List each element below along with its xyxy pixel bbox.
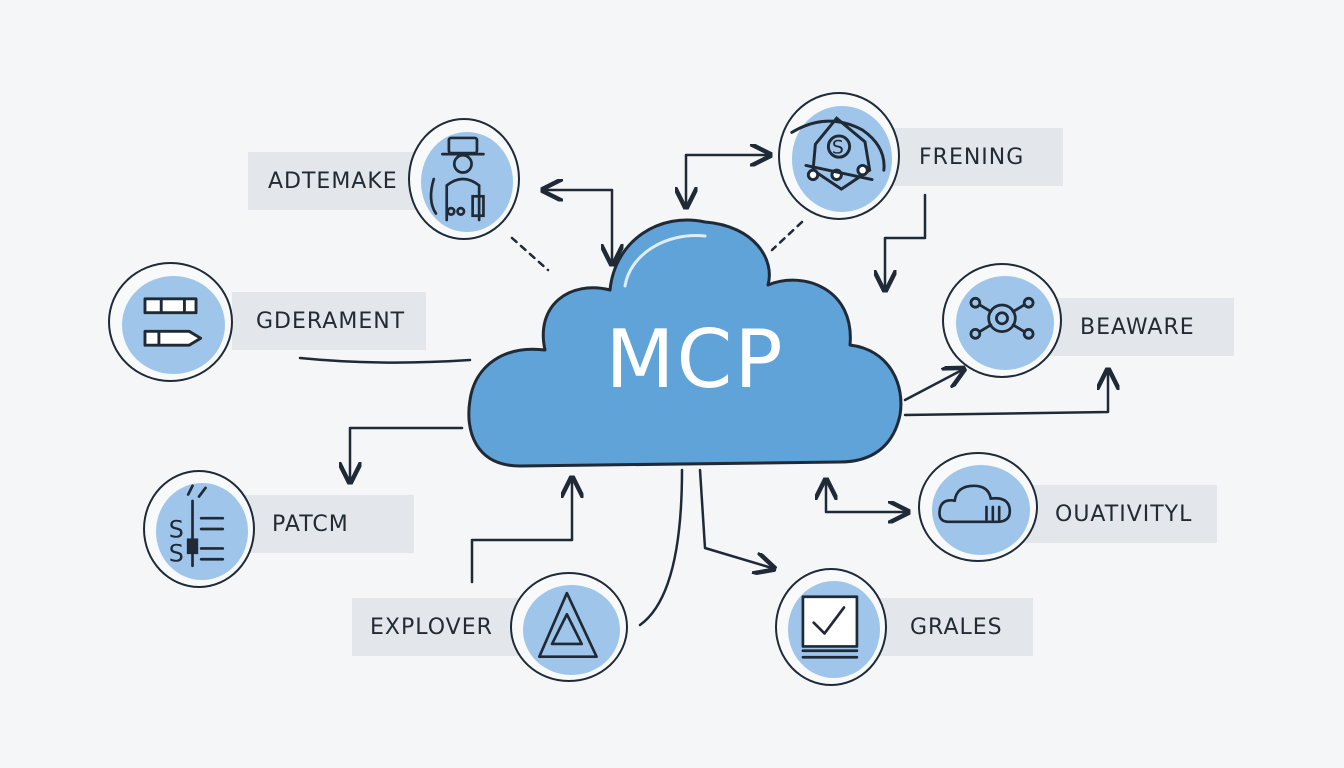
label-gderament: GDERAMENT [232,292,426,350]
label-grales-text: GRALES [910,614,1003,640]
svg-text:S: S [832,137,844,159]
node-beaware[interactable] [942,263,1062,378]
label-adtemake-text: ADTEMAKE [268,168,398,194]
connector-beaware-diag [903,370,962,402]
dashed-connector-frening [770,220,804,252]
node-grales[interactable] [775,568,887,686]
label-explover-text: EXPLOVER [370,614,493,640]
node-ouativityl[interactable] [918,452,1038,562]
node-adtemake[interactable] [408,118,520,240]
pencil-tools-icon [143,297,203,347]
node-gderament[interactable] [108,262,233,382]
connector-adtemake [545,190,612,262]
document-list-icon: S S [169,484,225,567]
hub-title: MCP [605,313,785,406]
label-frening: FRENING [885,128,1063,186]
connector-grales [698,468,772,568]
cloud-bars-icon [938,484,1012,524]
svg-text:S: S [169,539,184,567]
label-patcm: PATCM [232,495,414,553]
node-frening[interactable]: S [778,92,900,220]
network-dollar-icon: S [790,116,886,191]
label-gderament-text: GDERAMENT [256,308,406,334]
label-ouativityl-text: OUATIVITYL [1055,501,1193,527]
connector-patcm [350,426,464,480]
person-with-hat-icon [429,136,485,222]
hub-cloud [467,218,903,468]
node-explover[interactable] [510,572,628,682]
dashed-connector-adtemake [510,236,550,272]
hub-cloud-highlight [623,234,707,288]
connector-explover-up [470,480,572,584]
label-patcm-text: PATCM [272,511,349,537]
gderament-underline [298,356,472,364]
checklist-icon [801,595,859,659]
connector-frening [686,155,768,205]
triangle-icon [537,591,598,659]
connector-beaware [903,372,1108,417]
node-patcm[interactable]: S S [143,470,255,588]
label-beaware-text: BEAWARE [1080,314,1195,340]
label-grales: GRALES [878,598,1033,656]
connected-hub-icon [969,296,1035,340]
svg-text:S: S [169,516,184,544]
connector-frening-down [885,193,927,288]
connector-explover-curve [638,468,684,627]
connector-ouativityl [826,482,906,512]
label-frening-text: FRENING [919,144,1025,170]
